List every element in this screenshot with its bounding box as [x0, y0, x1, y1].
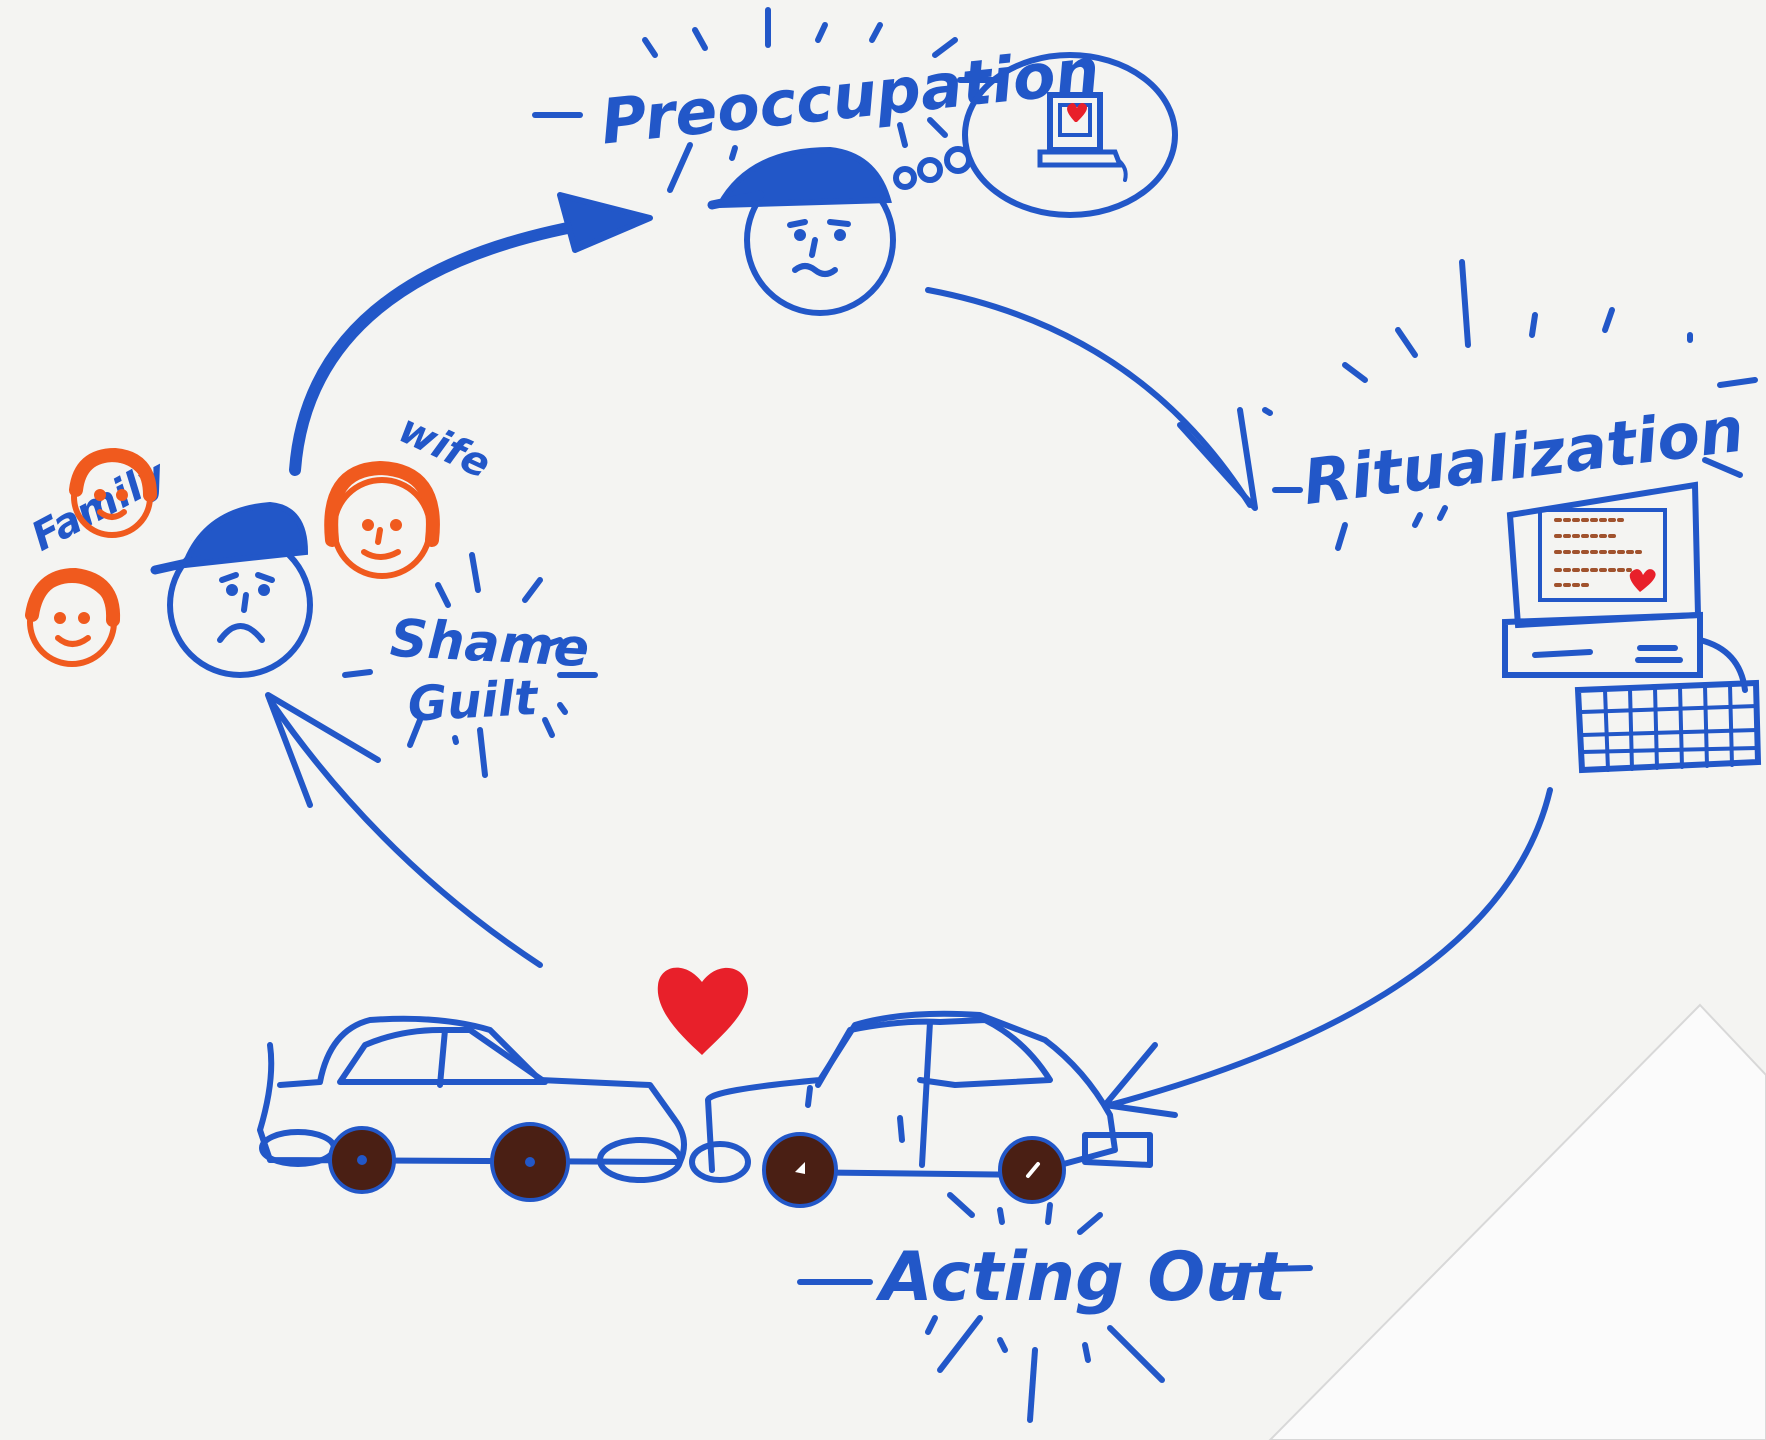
shame-guilt-stage: Shame Guilt: [150, 501, 598, 778]
heart-icon: [657, 967, 749, 1055]
label-guilt: Guilt: [406, 670, 540, 733]
family-group: Family wife: [24, 406, 497, 667]
arrow-icon: [267, 697, 543, 968]
arrow-icon: [557, 192, 653, 253]
arrow-icon: [925, 287, 1253, 508]
cycle-arrows: [265, 192, 1553, 1118]
ritualization-rays: [1262, 259, 1758, 551]
arrow-icon: [1107, 787, 1553, 1108]
folded-corner: [1268, 1003, 1766, 1440]
thought-bubble-icon: [893, 52, 1178, 218]
label-shame: Shame: [389, 609, 591, 679]
acting-out-rays: [797, 1192, 1313, 1423]
face-icon: [25, 567, 121, 667]
face-icon: [324, 460, 440, 579]
computer-icon: [1037, 92, 1128, 182]
arrow-icon: [289, 216, 606, 476]
computer-icon: [1502, 481, 1762, 774]
preoccupied-person: [707, 146, 896, 316]
car-icon: [689, 1010, 1153, 1208]
user-cap-icon: [180, 501, 309, 569]
heart-icon: [1067, 102, 1088, 122]
acting-out-stage: Acting Out: [257, 967, 1313, 1423]
label-acting-out: Acting Out: [875, 1238, 1289, 1317]
heart-icon: [1629, 569, 1656, 592]
face-icon: [69, 447, 157, 538]
car-icon: [257, 1015, 687, 1202]
ashamed-person: [150, 501, 313, 678]
shame-rays: [342, 552, 598, 778]
